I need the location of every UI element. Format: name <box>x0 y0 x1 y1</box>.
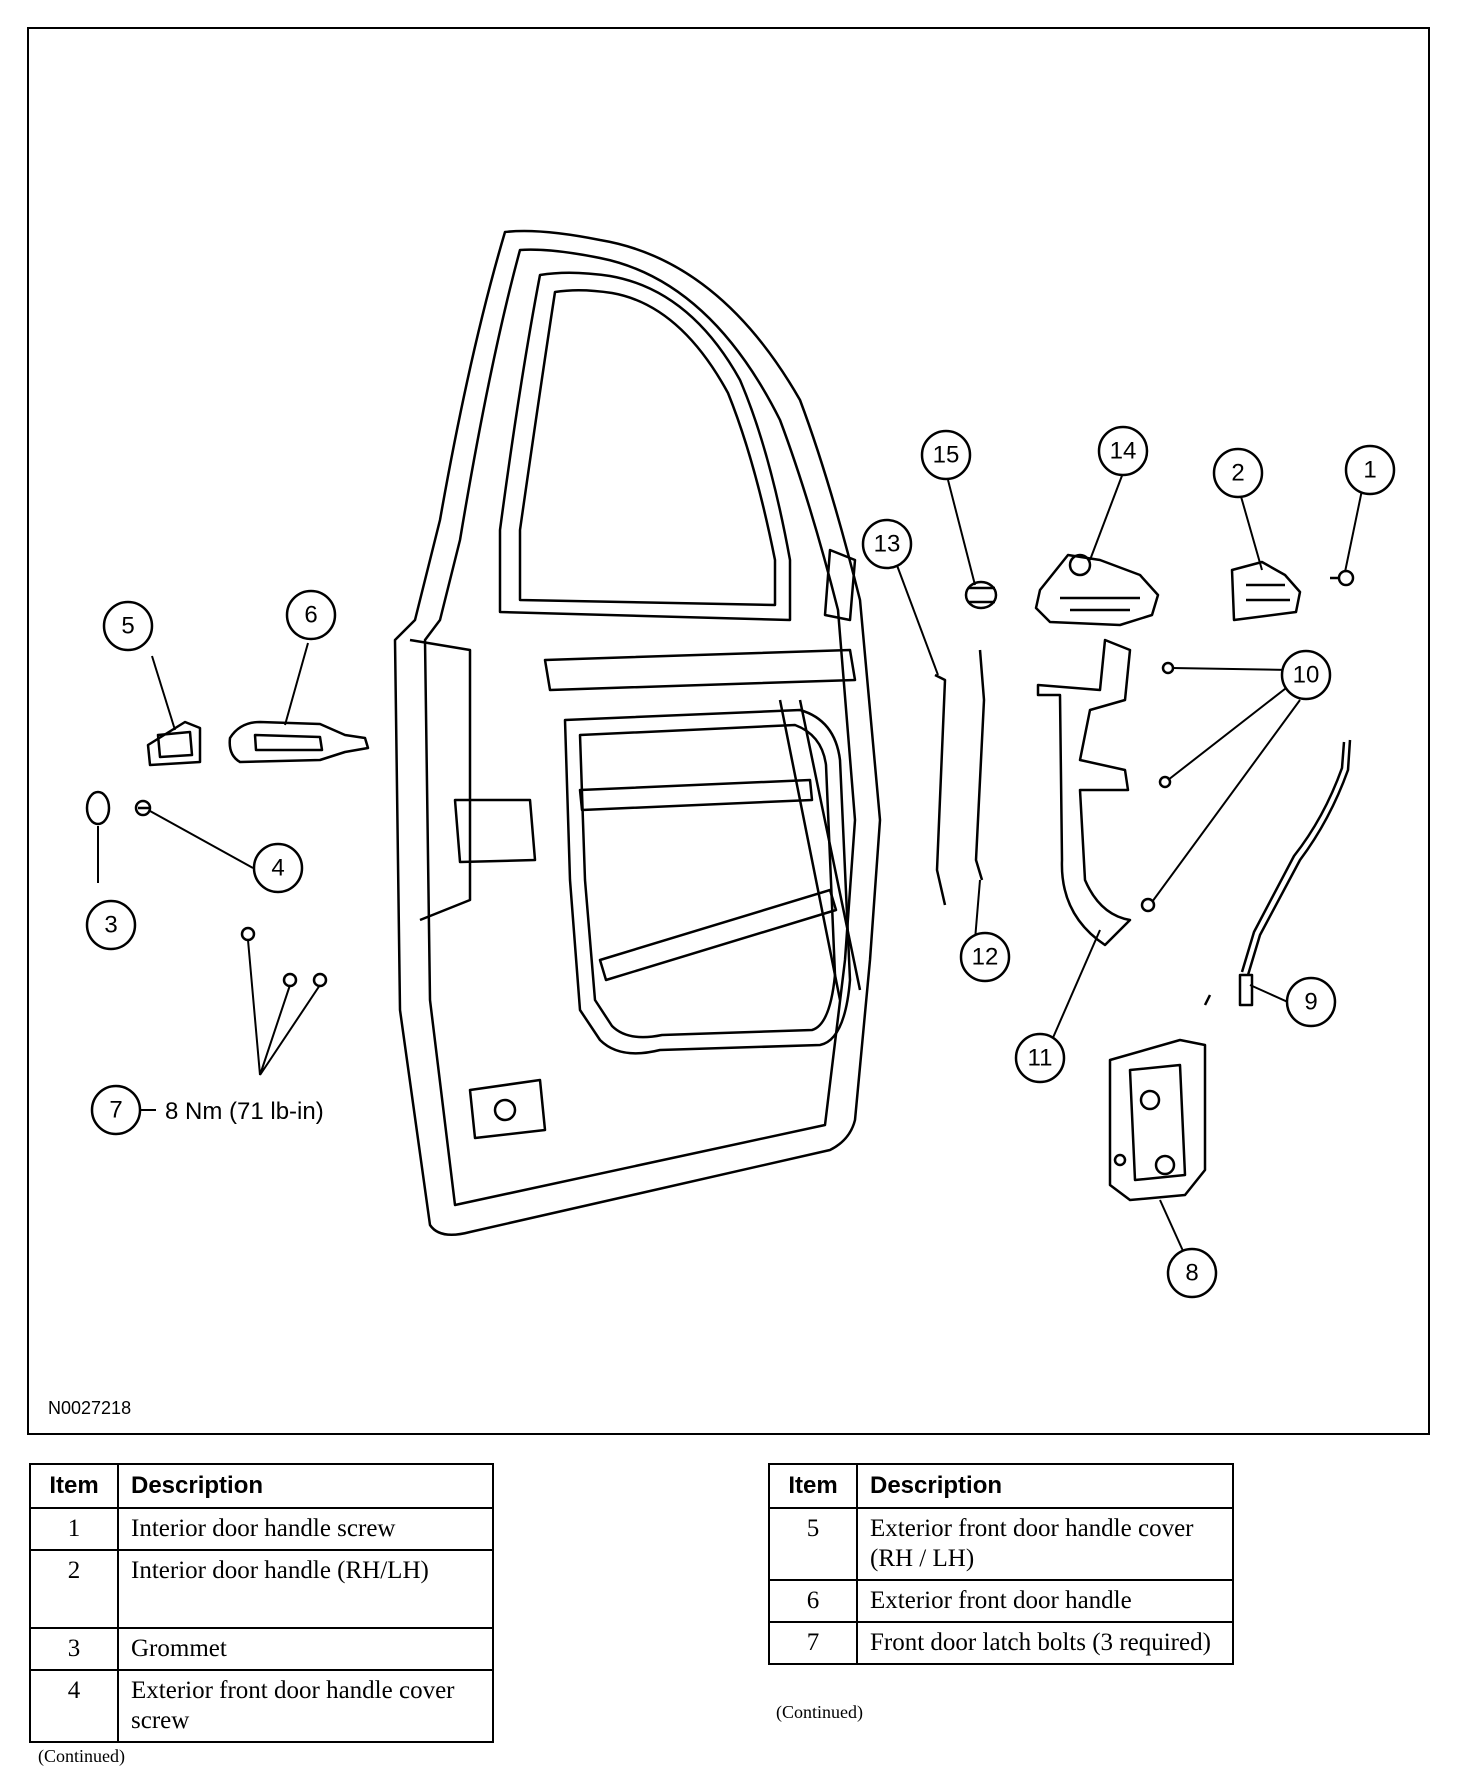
item-number: 5 <box>768 1507 858 1581</box>
callout-1-label: 1 <box>1363 457 1376 484</box>
item-description: Exterior front door handle cover screw <box>117 1669 494 1743</box>
item-description: Interior door handle screw <box>117 1507 494 1551</box>
item-description: Exterior front door handle <box>856 1579 1234 1623</box>
callout-10-label: 10 <box>1293 662 1320 689</box>
header-item: Item <box>29 1463 119 1509</box>
item-number: 2 <box>29 1549 119 1629</box>
callout-7-label: 7 <box>109 1097 122 1124</box>
part-15-lock-cylinder <box>964 580 998 610</box>
torque-note: 8 Nm (71 lb-in) <box>165 1098 324 1125</box>
header-item: Item <box>768 1463 858 1509</box>
diagram-frame <box>27 27 1430 1435</box>
callout-10 <box>1280 649 1332 701</box>
table-row: 3 Grommet <box>29 1627 494 1671</box>
callout-4-label: 4 <box>271 855 284 882</box>
part-13-rod <box>934 673 947 906</box>
callout-3-label: 3 <box>104 912 117 939</box>
item-number: 6 <box>768 1579 858 1623</box>
leader-lines <box>97 472 1363 1263</box>
callout-15-label: 15 <box>933 442 960 469</box>
part-4-screw <box>134 799 152 817</box>
item-number: 4 <box>29 1669 119 1743</box>
callout-15 <box>920 429 972 481</box>
item-number: 7 <box>768 1621 858 1665</box>
table-row: 1 Interior door handle screw <box>29 1507 494 1551</box>
table-row: 2 Interior door handle (RH/LH) <box>29 1549 494 1629</box>
header-description: Description <box>856 1463 1234 1509</box>
callout-6-label: 6 <box>304 602 317 629</box>
part-14-actuator <box>1034 553 1160 627</box>
part-1-screw <box>1330 569 1355 587</box>
item-description: Front door latch bolts (3 required) <box>856 1621 1234 1665</box>
item-description: Interior door handle (RH/LH) <box>117 1549 494 1629</box>
part-6-exterior-handle <box>228 720 370 764</box>
part-12-rod <box>974 649 986 881</box>
item-description: Exterior front door handle cover (RH / L… <box>856 1507 1234 1581</box>
part-10-fasteners <box>1140 661 1175 913</box>
callout-12-label: 12 <box>972 944 999 971</box>
part-3-grommet <box>85 790 111 826</box>
legend-table-left: Item Description 1 Interior door handle … <box>29 1463 494 1743</box>
callout-2-label: 2 <box>1231 460 1244 487</box>
table-row: 6 Exterior front door handle <box>768 1579 1234 1623</box>
part-8-latch <box>1108 1038 1207 1202</box>
item-number: 1 <box>29 1507 119 1551</box>
part-7-latch-bolts <box>240 926 328 988</box>
part-11-bracket <box>1036 638 1132 947</box>
item-number: 3 <box>29 1627 119 1671</box>
table-row: 7 Front door latch bolts (3 required) <box>768 1621 1234 1665</box>
callout-2 <box>1212 447 1264 499</box>
callout-3 <box>85 899 137 951</box>
callout-9 <box>1285 976 1337 1028</box>
callout-14 <box>1097 425 1149 477</box>
part-2-interior-handle <box>1230 560 1302 622</box>
callout-6 <box>285 589 337 641</box>
header-description: Description <box>117 1463 494 1509</box>
callout-4 <box>252 842 304 894</box>
part-5-handle-cover <box>146 720 202 767</box>
callout-5 <box>102 600 154 652</box>
continued-note-left: (Continued) <box>38 1746 125 1766</box>
callout-9-label: 9 <box>1304 989 1317 1016</box>
door-shell <box>393 229 882 1237</box>
part-9-cable <box>1203 739 1352 1007</box>
callout-11-label: 11 <box>1028 1045 1053 1072</box>
callout-12 <box>959 931 1011 983</box>
legend-header-row: Item Description <box>29 1463 494 1509</box>
callout-8 <box>1166 1247 1218 1299</box>
callout-14-label: 14 <box>1110 438 1137 465</box>
callout-8-label: 8 <box>1185 1260 1198 1287</box>
callout-13 <box>861 518 913 570</box>
callout-7 <box>90 1084 142 1136</box>
callout-13-label: 13 <box>874 531 901 558</box>
table-row: 5 Exterior front door handle cover (RH /… <box>768 1507 1234 1581</box>
legend-header-row: Item Description <box>768 1463 1234 1509</box>
legend-table-right: Item Description 5 Exterior front door h… <box>768 1463 1234 1665</box>
callout-1 <box>1344 444 1396 496</box>
figure-id: N0027218 <box>48 1398 132 1418</box>
exploded-door-diagram: 1 2 3 4 5 6 7 8 9 10 11 12 13 14 15 8 Nm… <box>85 229 1396 1299</box>
item-description: Grommet <box>117 1627 494 1671</box>
callout-11 <box>1014 1032 1066 1084</box>
table-row: 4 Exterior front door handle cover screw <box>29 1669 494 1743</box>
callout-5-label: 5 <box>121 613 134 640</box>
continued-note-right: (Continued) <box>776 1702 863 1722</box>
